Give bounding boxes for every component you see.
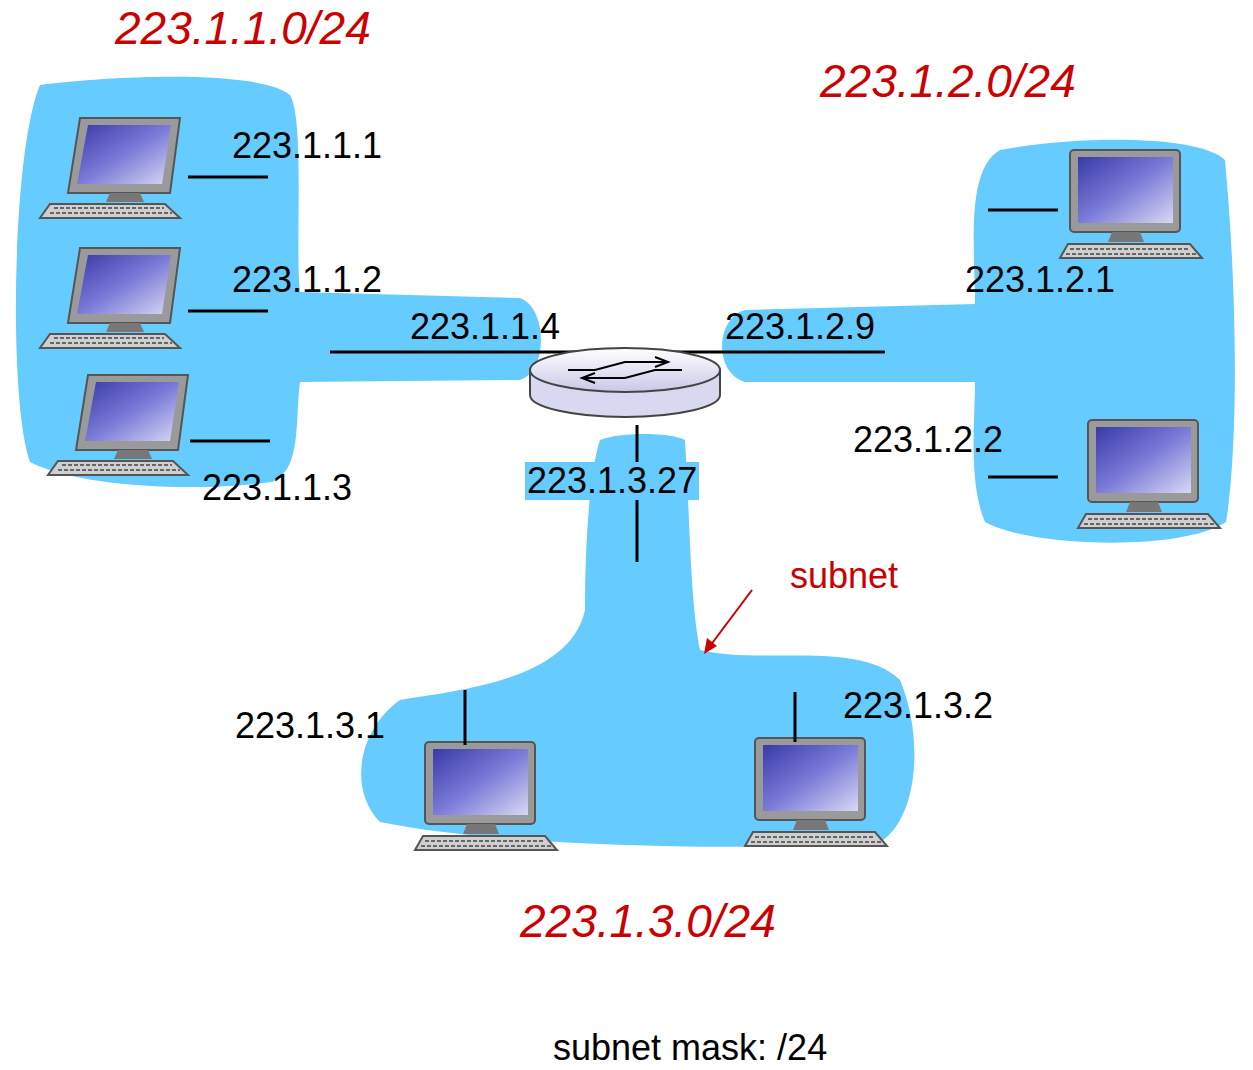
leader-arrow (704, 590, 752, 654)
subnet-prefix: 223.1.1.0/24 (115, 5, 371, 51)
host-computer (48, 375, 188, 475)
ip-address: 223.1.1.2 (232, 262, 382, 298)
ip-address: 223.1.3.1 (235, 708, 385, 744)
callout-label: subnet (790, 558, 898, 594)
subnet-prefix: 223.1.3.0/24 (520, 898, 776, 944)
host-computer (415, 742, 557, 850)
ip-address: 223.1.1.1 (232, 128, 382, 164)
ip-address: 223.1.1.4 (410, 309, 560, 345)
ip-address: 223.1.2.9 (725, 309, 875, 345)
ip-address: 223.1.3.27 (525, 462, 699, 500)
note-label: subnet mask: /24 (553, 1030, 827, 1066)
subnet-prefix: 223.1.2.0/24 (820, 58, 1076, 104)
interface-stub (188, 177, 1058, 745)
host-computer (40, 248, 180, 348)
router (530, 348, 720, 417)
host-computer (40, 118, 180, 218)
host-computer (1060, 150, 1202, 258)
host-computer (745, 738, 887, 846)
host-computer (1078, 420, 1220, 528)
ip-address: 223.1.2.2 (853, 422, 1003, 458)
ip-address: 223.1.1.3 (202, 470, 352, 506)
ip-address: 223.1.2.1 (965, 262, 1115, 298)
ip-address: 223.1.3.2 (843, 688, 993, 724)
